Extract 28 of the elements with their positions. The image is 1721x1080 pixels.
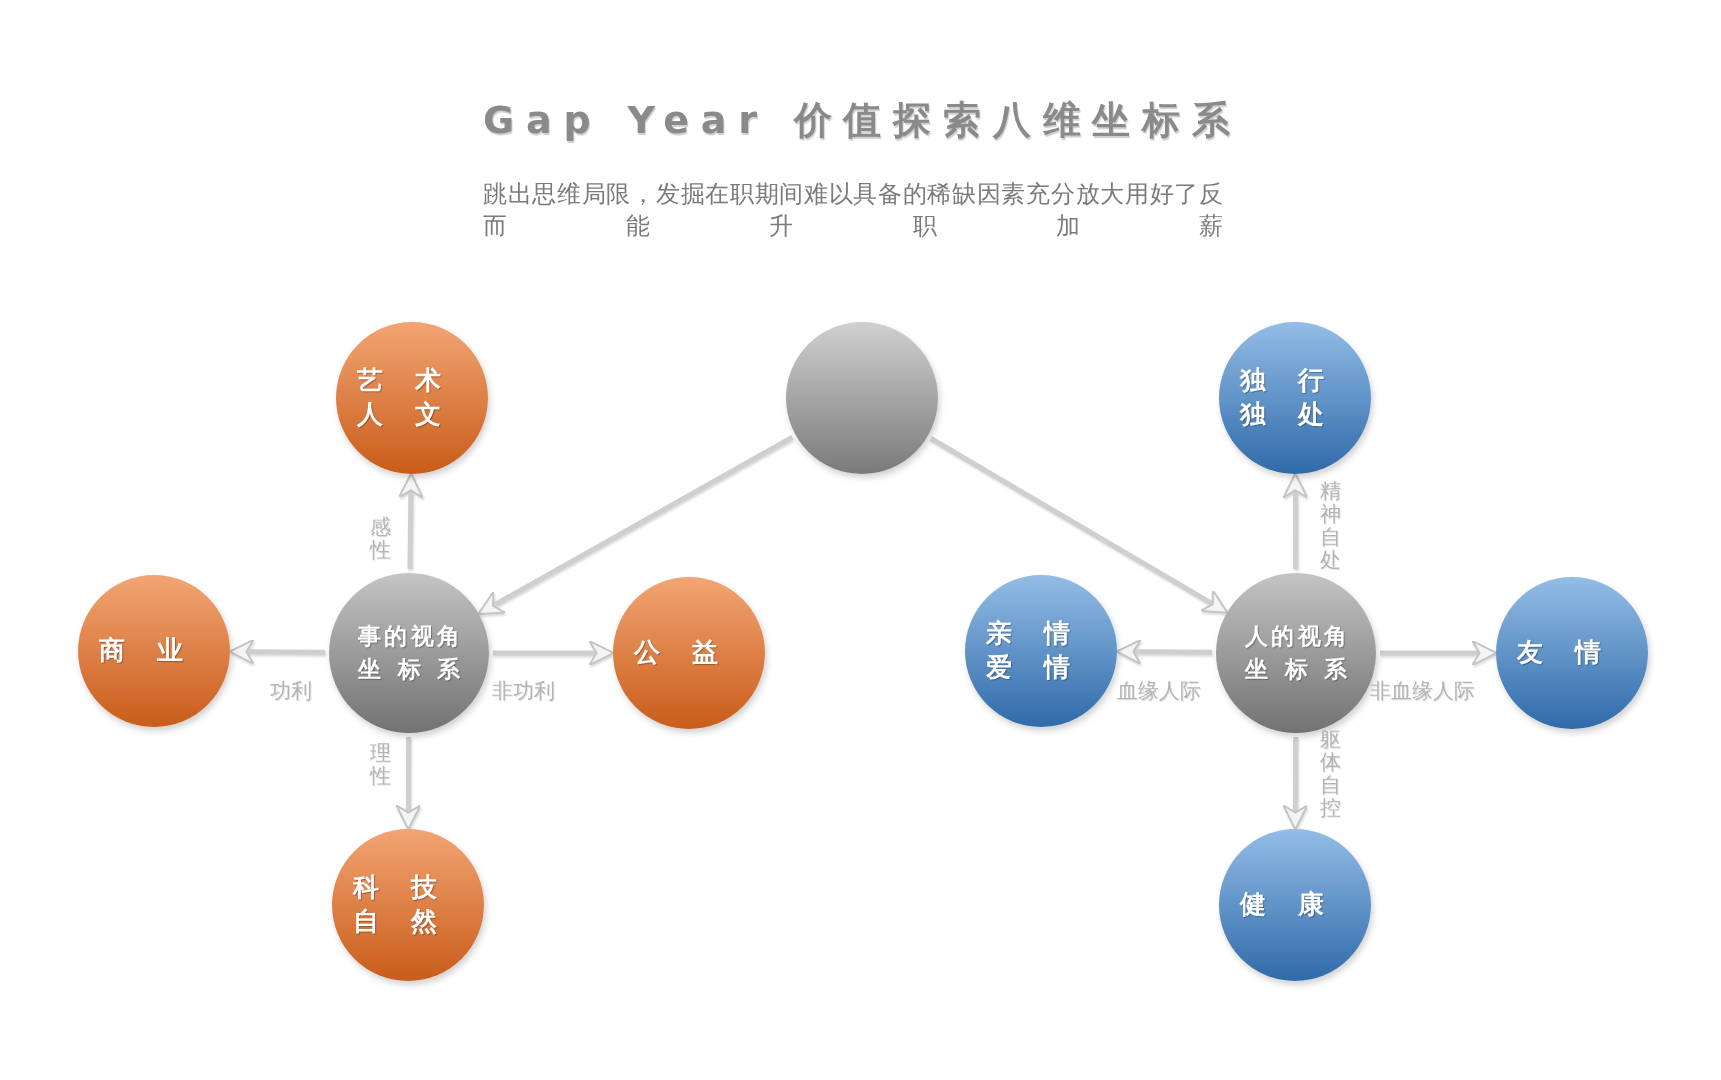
node-label: 健康 (1240, 888, 1350, 922)
arrow (1282, 737, 1309, 831)
edge-label: 血缘人际 (1117, 678, 1201, 705)
arrow (1380, 640, 1498, 666)
arrow (929, 436, 1229, 614)
edge-label: 精神自处 (1320, 480, 1341, 573)
node-label: 艺术人文 (357, 364, 467, 431)
edge-label: 理性 (370, 742, 391, 789)
title: Gap Year 价值探索八维坐标系 (483, 97, 1243, 144)
arrow (397, 472, 424, 570)
edge-label: 躯体自控 (1320, 728, 1341, 821)
subtitle: 跳出思维局限，发掘在职期间难以具备的稀缺因素充分放大用好了反而能升职加薪 (483, 179, 1223, 242)
edge-label: 感性 (370, 516, 391, 563)
edge-label: 非功利 (492, 678, 555, 705)
node-label: 科技自然 (353, 871, 463, 938)
node-label: 亲情爱情 (986, 617, 1096, 684)
arrow (477, 435, 794, 615)
arrow (493, 640, 615, 666)
node-label: 商业 (99, 634, 209, 668)
node-label: 人的视角坐标系 (1245, 621, 1347, 684)
node-label: 独行独处 (1240, 364, 1350, 431)
arrow (395, 737, 422, 831)
arrow (1282, 472, 1309, 569)
edge-label: 非血缘人际 (1370, 678, 1475, 705)
edge-label: 功利 (270, 678, 312, 705)
node-label: 公益 (634, 636, 744, 670)
node-label: 事的视角坐标系 (358, 621, 460, 684)
node-label: 友情 (1517, 636, 1627, 670)
